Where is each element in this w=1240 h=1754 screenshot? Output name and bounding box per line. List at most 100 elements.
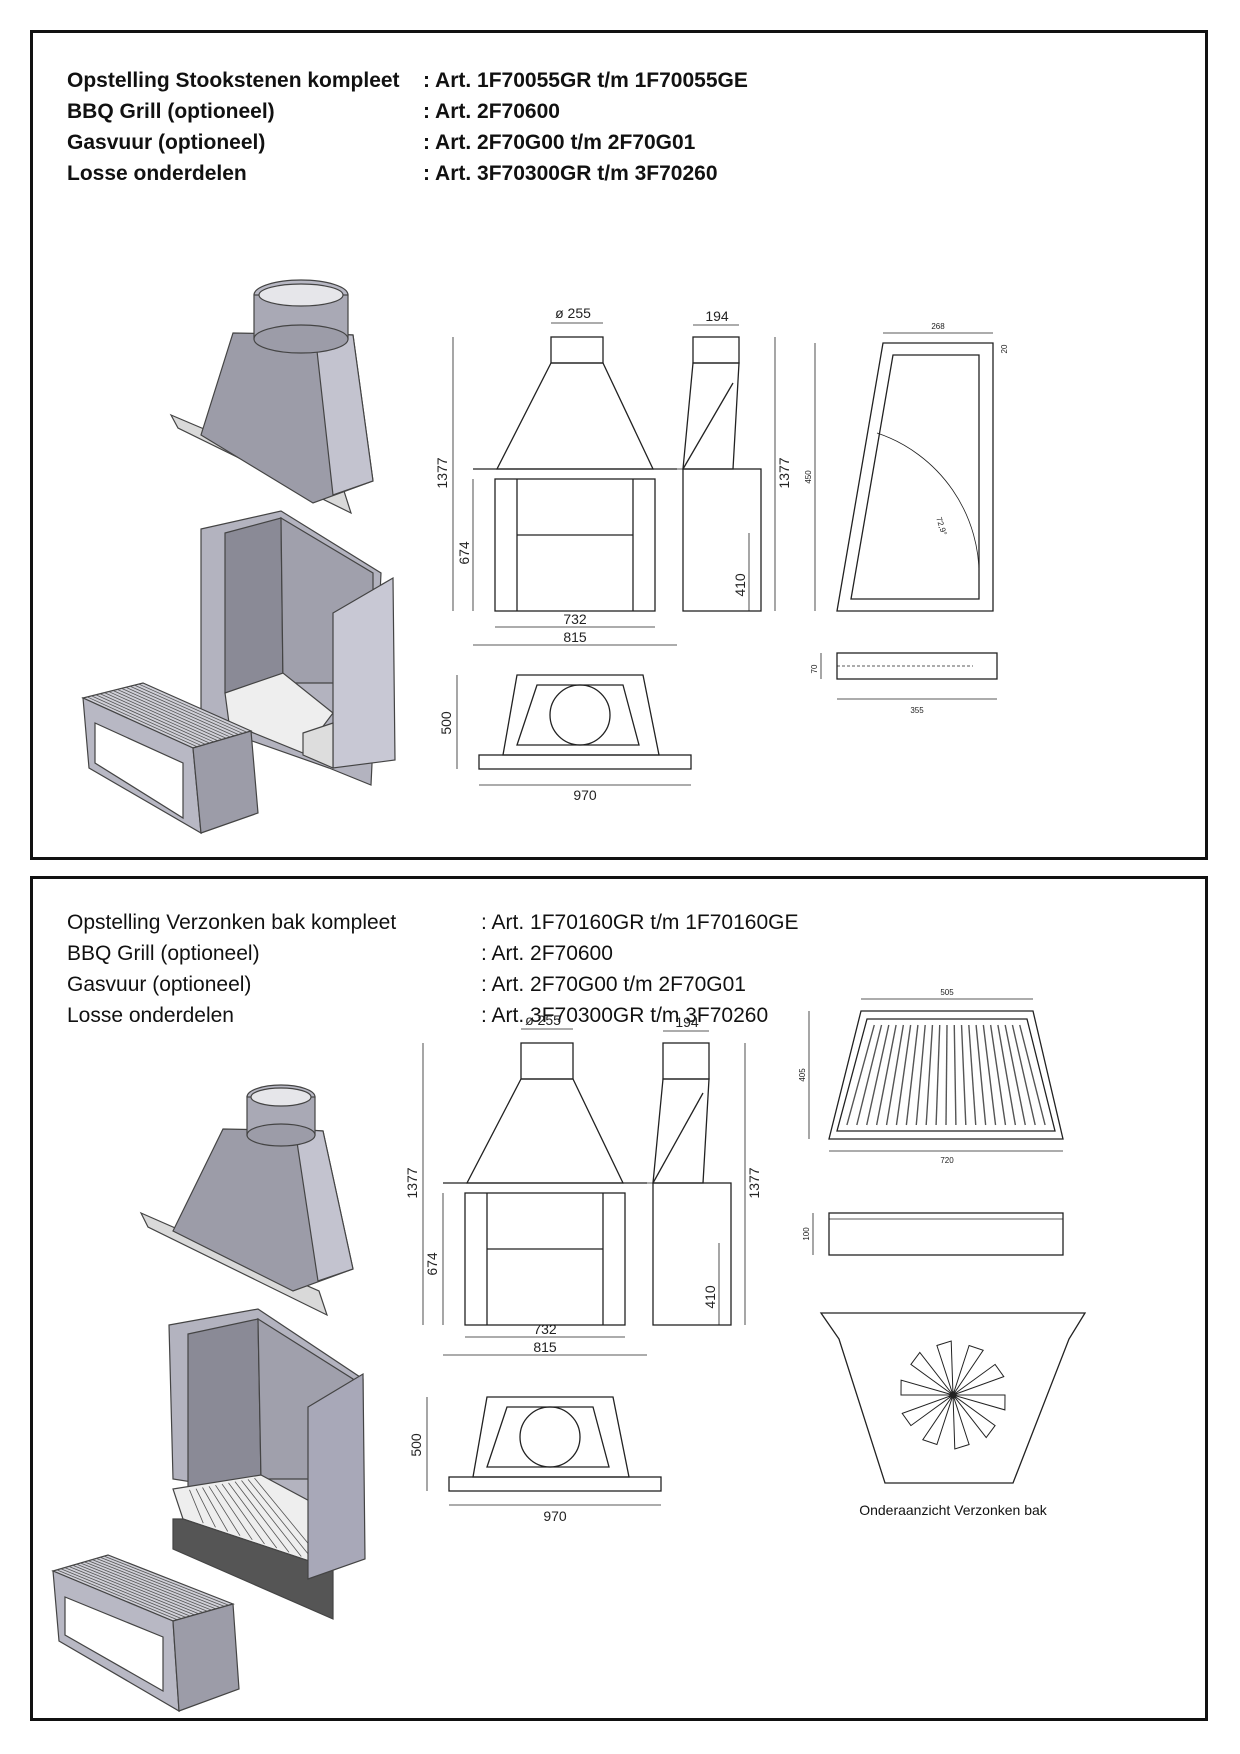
hood-3d-illustration <box>169 279 374 515</box>
hood-3d-illustration <box>139 1084 354 1317</box>
vent-blade <box>952 1363 1005 1396</box>
dim-height-opening: 674 <box>424 1252 440 1276</box>
hatch-line <box>975 1024 987 1126</box>
spec-value: : Art. 3F70300GR t/m 3F70260 <box>423 162 718 185</box>
section-verzonken: Opstelling Verzonken bak kompleet : Art. … <box>30 876 1208 1721</box>
spec-value: : Art. 3F70300GR t/m 3F70260 <box>481 1004 769 1027</box>
hatch-line <box>905 1024 919 1126</box>
hatch-line <box>925 1024 934 1126</box>
dim-width-base: 970 <box>543 1508 567 1524</box>
drawing-stookstenen: ø 255 1377 674 732 815 500 970 194 137 <box>81 279 1009 835</box>
hatch-line <box>60 1568 182 1619</box>
hatch-line <box>134 684 243 734</box>
vent-blade <box>936 1340 954 1396</box>
vent-blade <box>901 1394 954 1427</box>
spec-row: BBQ Grill (optioneel): Art. 2F70600 <box>67 96 748 127</box>
spec-value: : Art. 2F70G00 t/m 2F70G01 <box>481 973 746 996</box>
dim-grate-depth: 405 <box>798 1068 807 1082</box>
hatch-line <box>80 1562 204 1613</box>
spec-label: Losse onderdelen <box>67 1004 234 1027</box>
spec-row: BBQ Grill (optioneel) : Art. 2F70600 <box>67 938 799 969</box>
hatch-line <box>846 1024 875 1126</box>
dim-side-top: 194 <box>675 1014 699 1030</box>
front-view-drawing <box>422 1028 647 1356</box>
hatch-line <box>84 1561 208 1612</box>
spec-label: Losse onderdelen <box>67 162 247 185</box>
dim-width-base: 970 <box>573 787 597 803</box>
dim-diameter: ø 255 <box>555 305 591 321</box>
bbq-grill-3d-illustration <box>81 682 259 835</box>
vent-blade <box>910 1351 954 1396</box>
hatch-line <box>96 1558 221 1609</box>
spec-value: : Art. 1F70160GR t/m 1F70160GE <box>481 911 799 934</box>
hatch-line <box>968 1024 977 1126</box>
hatch-line <box>856 1024 883 1126</box>
hatch-line <box>64 1567 187 1618</box>
dim-width-outer: 815 <box>533 1339 557 1355</box>
grate-top-drawing <box>808 998 1064 1152</box>
hatch-line <box>68 1566 191 1617</box>
side-view-drawing <box>609 1030 746 1326</box>
dim-stone-top: 268 <box>931 322 945 331</box>
spec-list: Opstelling Verzonken bak kompleet : Art. … <box>67 907 799 1031</box>
hatch-line <box>875 1024 897 1126</box>
spec-row: Losse onderdelen : Art. 3F70300GR t/m 3F7… <box>67 158 748 189</box>
hatch-line <box>125 686 235 737</box>
hatch-line <box>117 689 227 739</box>
spec-value: : Art. 2F70600 <box>481 942 613 965</box>
dim-grate-height: 100 <box>802 1227 811 1241</box>
dim-height-opening: 674 <box>456 541 472 565</box>
hatch-line <box>982 1024 997 1126</box>
side-view-drawing <box>639 324 776 612</box>
hatch-line <box>234 1481 290 1553</box>
hatch-line <box>95 694 206 745</box>
dim-stone-length: 355 <box>910 706 924 715</box>
hatch-line <box>1011 1024 1036 1126</box>
hatch-line <box>99 1556 225 1607</box>
spec-row: Gasvuur (optioneel) : Art. 2F70G00 t/m 2F… <box>67 969 799 1000</box>
hatch-line <box>945 1024 948 1126</box>
vent-blade <box>952 1394 1006 1411</box>
dim-width-outer: 815 <box>563 629 587 645</box>
dim-side-low: 410 <box>702 1285 718 1309</box>
hatch-line <box>221 1483 265 1545</box>
hatch-line <box>88 1560 212 1611</box>
hatch-line <box>935 1024 941 1126</box>
dim-diameter: ø 255 <box>525 1012 561 1028</box>
hatch-line <box>215 1484 253 1541</box>
hatch-line <box>885 1024 905 1126</box>
vent-blade <box>952 1344 984 1396</box>
spec-value: : Art. 2F70600 <box>423 100 560 123</box>
spec-label: Gasvuur (optioneel) <box>67 131 266 154</box>
hatch-line <box>997 1024 1017 1126</box>
spec-label: BBQ Grill (optioneel) <box>67 942 260 965</box>
hatch-line <box>241 1480 302 1557</box>
grate-side-drawing <box>812 1212 1064 1256</box>
spec-row: Gasvuur (optioneel) : Art. 2F70G00 t/m 2F… <box>67 127 748 158</box>
section-stookstenen: Opstelling Stookstenen kompleet : Art. 1F… <box>30 30 1208 860</box>
hatch-line <box>208 1486 241 1536</box>
spec-row: Opstelling Stookstenen kompleet : Art. 1F… <box>67 65 748 96</box>
dim-width-inner: 732 <box>533 1321 557 1337</box>
hatch-line <box>87 696 198 748</box>
spec-label: Gasvuur (optioneel) <box>67 973 252 996</box>
spec-value: : Art. 2F70G00 t/m 2F70G01 <box>423 131 696 154</box>
dim-depth: 500 <box>408 1433 424 1457</box>
dim-height-total: 1377 <box>434 457 450 488</box>
vent-blade <box>922 1394 954 1446</box>
hatch-line <box>953 1024 957 1126</box>
hatch-line <box>228 1482 278 1549</box>
dim-side-height: 1377 <box>776 457 792 488</box>
hatch-line <box>895 1024 912 1126</box>
spec-label: Opstelling Stookstenen kompleet <box>67 69 400 92</box>
dim-stone-height: 450 <box>804 470 813 484</box>
spec-label: Opstelling Verzonken bak kompleet <box>67 911 397 934</box>
spec-value: : Art. 1F70055GR t/m 1F70055GE <box>423 69 748 92</box>
bottom-view-caption: Onderaanzicht Verzonken bak <box>859 1502 1048 1518</box>
hatch-line <box>138 683 248 733</box>
hatch-line <box>56 1569 178 1621</box>
dim-width-inner: 732 <box>563 611 587 627</box>
hatch-line <box>989 1024 1007 1126</box>
dim-stone-70: 70 <box>810 664 819 673</box>
vent-blade <box>952 1394 996 1439</box>
